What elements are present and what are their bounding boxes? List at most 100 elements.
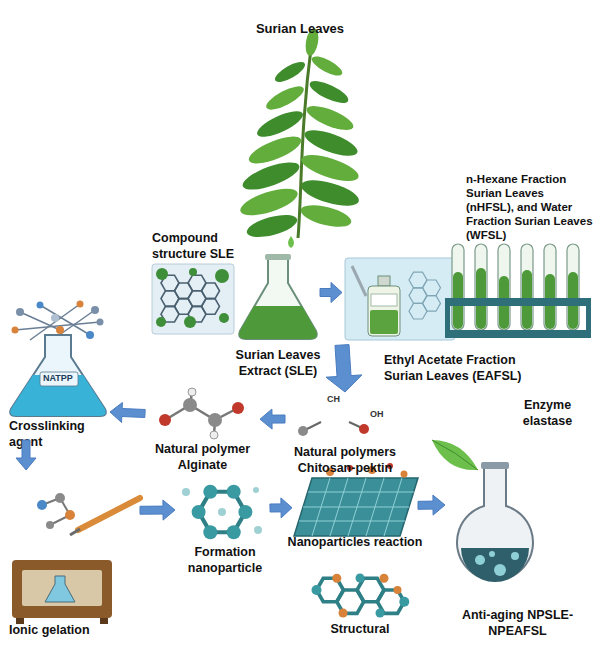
illustrated-step: Ionic gelation: [5, 470, 140, 645]
crosslinking-flask-part-part: [37, 302, 44, 309]
caption-text: n-Hexane Fraction Surian Leaves (nHFSL),…: [466, 172, 595, 242]
eafsl-panel-part: [368, 286, 400, 336]
illustrated-step: Natural polymers Chitosan-pektin: [285, 392, 405, 482]
illustrated-step: n-Hexane Fraction Surian Leaves (nHFSL),…: [440, 170, 595, 342]
eafsl-panel-part: [352, 266, 366, 296]
nanoparticle-formation-part-part: [254, 526, 262, 534]
surian-branch-part: [288, 236, 294, 248]
nanoparticle-formation-part: [192, 485, 253, 540]
nanoparticle-formation-part-part: [218, 508, 226, 516]
crosslinking-flask-part-part: [56, 326, 64, 334]
caption-text: Anti-aging NPSLE-NPEAFSL: [440, 607, 595, 639]
structural-chain-part-part: [332, 574, 341, 583]
compound-structure-part: [156, 268, 229, 328]
surian-branch-part: [237, 183, 300, 221]
fraction-tubes-part-part: [452, 244, 464, 330]
nanoparticle-formation-part-part: [238, 505, 252, 519]
ionic-gelation-device-part: [45, 576, 75, 602]
ionic-gelation-device-part: [70, 529, 80, 535]
chem-label: OH: [370, 409, 384, 419]
ionic-gelation-device: [12, 493, 140, 624]
crosslinking-flask-part-part: [97, 319, 104, 326]
alginate-molecule-part: [165, 392, 238, 435]
chitosan-ring-part: [298, 426, 308, 436]
anti-aging-flask-part: [461, 548, 529, 582]
eafsl-panel-part-part: [409, 303, 427, 319]
compound-structure: [152, 264, 234, 334]
sle-flask-part: [239, 258, 317, 339]
structural-chain: [312, 574, 410, 618]
caption-text: Compound structure SLE: [152, 230, 247, 262]
ionic-gelation-device-part: [100, 618, 108, 624]
structural-chain-part: [317, 578, 405, 613]
ionic-gelation-device-part: [37, 500, 47, 510]
crosslinking-flask-part: [10, 335, 106, 416]
caption-text: Structural: [295, 621, 425, 637]
ionic-gelation-device-part: [78, 498, 140, 530]
flow-arrow: [320, 283, 342, 303]
caption-text: Natural polymer Alginate: [145, 441, 260, 473]
eafsl-panel-part: [409, 272, 441, 319]
structural-chain-part: [332, 574, 401, 618]
surian-branch-part: [298, 175, 361, 211]
nanoparticle-mesh-part: [294, 478, 418, 536]
illustrated-step: Nanoparticles reaction: [292, 470, 418, 552]
caption-text: Enzyme elastase: [505, 397, 590, 429]
anti-aging-flask-part: [475, 551, 519, 576]
fraction-tubes-part-part: [521, 244, 533, 330]
fraction-tubes-part-part: [544, 244, 556, 330]
eafsl-panel-part: [345, 258, 455, 340]
fraction-tubes-part: [586, 298, 591, 338]
illustrated-step: Enzyme elastase: [505, 395, 590, 430]
nanoparticle-mesh-part-part: [308, 492, 414, 493]
nanoparticle-mesh-part-part: [303, 507, 409, 508]
nanoparticle-formation-part-part: [203, 485, 217, 499]
compound-structure-part-part: [215, 269, 229, 283]
illustrated-step: Surian Leaves Extract (SLE): [235, 240, 320, 345]
chem-label: NATPP: [43, 373, 73, 383]
structural-chain-part-part: [380, 574, 389, 583]
structural-chain-part-part: [399, 597, 409, 607]
surian-branch-part: [299, 201, 354, 231]
illustrated-step: Compound structure SLE: [140, 228, 240, 340]
ionic-gelation-device-part: [65, 510, 75, 520]
structural-chain-part-part: [339, 609, 348, 618]
eafsl-panel: [345, 258, 455, 340]
caption-text: Surian Leaves Extract (SLE): [232, 347, 324, 379]
crosslinking-flask-part-part: [12, 327, 19, 334]
surian-branch-part: [272, 58, 307, 85]
anti-aging-flask-part-part: [489, 551, 495, 557]
flow-arrow: [260, 409, 285, 429]
fraction-tubes-part-part: [475, 244, 487, 330]
fraction-tubes: [445, 244, 591, 338]
caption-text: Ionic gelation: [9, 622, 139, 638]
caption-text: Ethyl Acetate Fraction Surian Leaves (EA…: [384, 352, 534, 384]
eafsl-panel-part: [370, 310, 398, 334]
compound-structure-part-part: [156, 317, 166, 327]
flow-arrow: [326, 345, 362, 392]
surian-branch-part: [254, 106, 306, 142]
illustrated-step: Natural polymer Alginate: [145, 385, 260, 480]
fraction-tubes-part: [445, 298, 450, 338]
compound-structure-part-part: [189, 268, 197, 276]
green-leaf-part: [432, 440, 478, 470]
structural-chain-part-part: [356, 574, 365, 583]
crosslinking-flask-part-part: [51, 314, 59, 322]
nanoparticle-formation-part-part: [182, 488, 190, 496]
ionic-gelation-device-part: [42, 498, 70, 525]
anti-aging-flask: [457, 462, 533, 582]
alginate-molecule-part: [208, 413, 222, 427]
nanoparticle-formation-part-part: [253, 487, 259, 493]
ionic-gelation-device-part: [12, 560, 112, 618]
alginate-molecule-part: [159, 414, 171, 426]
illustrated-step: Crosslinking agent: [5, 300, 110, 440]
compound-structure-part-part: [156, 268, 168, 280]
structural-chain-part-part: [394, 586, 402, 594]
illustrated-step: Formation nanoparticle: [175, 478, 270, 578]
crosslinking-flask-part: [12, 301, 104, 340]
ionic-gelation-device-part: [22, 570, 102, 606]
anti-aging-flask-part-part: [475, 555, 485, 565]
nanoparticle-formation-part-part: [203, 525, 217, 539]
nanoparticle-mesh-part-part: [401, 471, 408, 478]
